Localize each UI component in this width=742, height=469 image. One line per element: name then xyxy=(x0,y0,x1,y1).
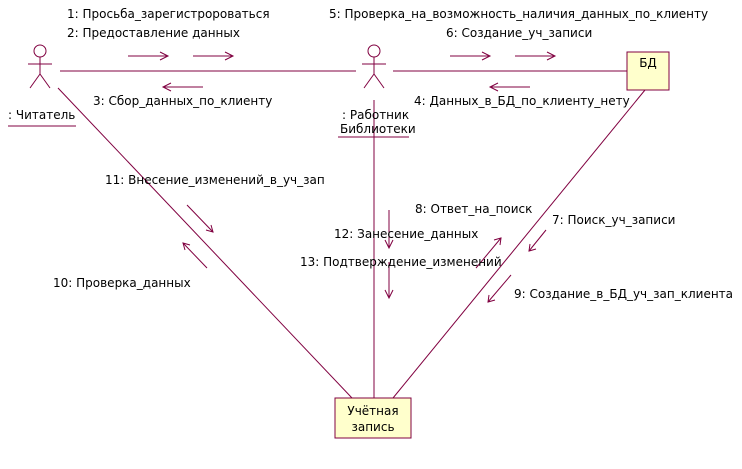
message-5-label: 5: Проверка_на_возможность_наличия_данны… xyxy=(329,7,708,21)
actor-librarian[interactable]: : Работник Библиотеки xyxy=(338,44,416,138)
object-record-label-line1: Учётная xyxy=(347,404,398,418)
message-arrows xyxy=(128,51,557,303)
arrow-diagonal-up-icon xyxy=(475,237,502,269)
stick-figure-icon xyxy=(362,44,386,89)
message-12-label: 12: Занесение_данных xyxy=(334,227,478,241)
arrow-left-icon xyxy=(161,82,203,92)
arrow-left-icon xyxy=(488,82,530,92)
stick-figure-icon xyxy=(28,44,52,89)
link-reader-record xyxy=(57,87,353,399)
arrow-diagonal-up-icon xyxy=(182,242,208,269)
message-6-label: 6: Создание_уч_записи xyxy=(446,26,592,40)
object-db-box xyxy=(626,51,670,91)
arrow-diagonal-down-icon xyxy=(528,229,547,252)
message-1-label: 1: Просьба_зарегистророваться xyxy=(67,7,270,21)
message-4-label: 4: Данных_в_БД_по_клиенту_нету xyxy=(414,94,630,108)
actor-reader[interactable]: : Читатель xyxy=(8,44,76,127)
arrow-right-icon xyxy=(193,51,235,61)
object-db-label: БД xyxy=(639,56,657,70)
object-record-box xyxy=(334,397,412,439)
object-record[interactable]: Учётная запись xyxy=(334,397,412,439)
arrow-right-icon xyxy=(128,51,170,61)
association-links xyxy=(57,70,646,399)
message-11-label: 11: Внесение_изменений_в_уч_зап xyxy=(105,173,325,187)
message-8-label: 8: Ответ_на_поиск xyxy=(415,202,532,216)
arrow-down-icon xyxy=(384,210,394,250)
link-db-record xyxy=(392,89,646,399)
object-db[interactable]: БД xyxy=(626,51,670,91)
arrow-down-icon xyxy=(384,262,394,300)
message-3-label: 3: Сбор_данных_по_клиенту xyxy=(93,94,272,108)
object-record-label-line2: запись xyxy=(351,420,394,434)
arrow-diagonal-down-icon xyxy=(186,204,214,233)
message-7-label: 7: Поиск_уч_записи xyxy=(552,213,675,227)
arrow-right-icon xyxy=(450,51,492,61)
arrow-diagonal-down-icon xyxy=(487,274,512,303)
actor-librarian-label-line2: Библиотеки xyxy=(340,122,416,136)
arrow-right-icon xyxy=(515,51,557,61)
message-labels: 1: Просьба_зарегистророваться 2: Предост… xyxy=(53,7,733,301)
actor-reader-label: : Читатель xyxy=(8,108,75,122)
actor-librarian-label-line1: : Работник xyxy=(342,108,409,122)
message-13-label: 13: Подтверждение_изменений xyxy=(300,255,502,269)
message-2-label: 2: Предоставление данных xyxy=(67,26,240,40)
message-9-label: 9: Создание_в_БД_уч_зап_клиента xyxy=(514,287,733,301)
message-10-label: 10: Проверка_данных xyxy=(53,276,191,290)
